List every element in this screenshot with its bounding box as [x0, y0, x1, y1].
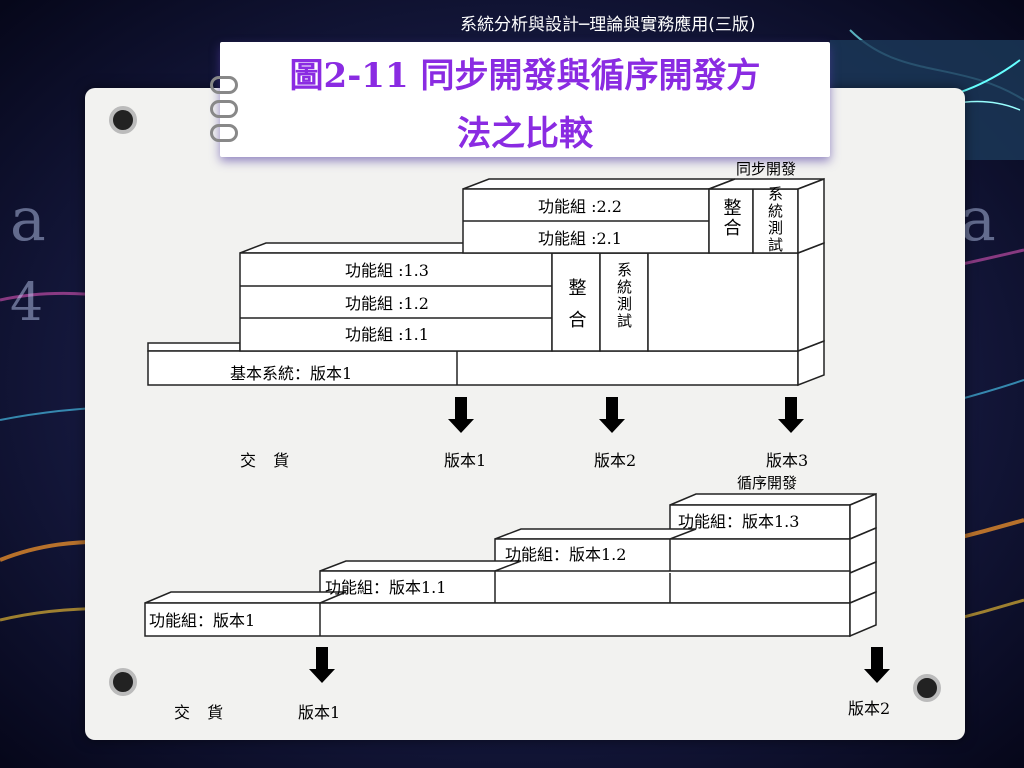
base-top-face — [147, 342, 241, 352]
release-arrow-icon — [778, 397, 804, 433]
title-tag: 圖2-11 同步開發與循序開發方 法之比較 — [220, 42, 830, 157]
release-arrow-icon — [599, 397, 625, 433]
group1-integrate-label: 整合 — [566, 278, 587, 342]
concurrent-delivery-label: 交 貨 — [240, 451, 295, 470]
seq-step-4-label: 功能組：版本1.3 — [678, 512, 799, 531]
group2-integrate-label: 整合 — [721, 198, 742, 238]
group2-label-2: 功能組 :2.1 — [538, 229, 622, 248]
release-arrow-icon — [309, 647, 335, 683]
group2-label-1: 功能組 :2.2 — [538, 197, 622, 216]
concurrent-release-1: 版本1 — [444, 451, 486, 470]
binder-ring-icon — [210, 124, 238, 142]
group1-label-2: 功能組 :1.2 — [345, 294, 429, 313]
base-system-label: 基本系統：版本1 — [230, 364, 352, 383]
seq-step-1-label: 功能組：版本1 — [149, 611, 255, 630]
page-title-line2: 法之比較 — [457, 114, 593, 154]
svg-text:a: a — [10, 185, 46, 255]
seq-step-2-box — [319, 570, 851, 604]
group1-label-3: 功能組 :1.1 — [345, 325, 429, 344]
course-header: 系統分析與設計─理論與實務應用(三版) — [460, 15, 756, 35]
sequential-release-2: 版本2 — [848, 699, 890, 718]
sequential-delivery-label: 交 貨 — [174, 703, 229, 722]
svg-text:a: a — [960, 185, 996, 255]
svg-text:4: 4 — [10, 273, 43, 333]
seq-step-2-label: 功能組：版本1.1 — [325, 578, 446, 597]
panel-hole-icon — [109, 668, 137, 696]
panel-hole-icon — [913, 674, 941, 702]
group1-integrate-box — [551, 252, 601, 352]
release-arrow-icon — [448, 397, 474, 433]
page-title-line1: 圖2-11 同步開發與循序開發方 — [289, 56, 761, 96]
group2-test-box — [752, 188, 799, 254]
concurrent-backdrop — [647, 252, 799, 352]
group1-label-1: 功能組 :1.3 — [345, 261, 429, 280]
binder-ring-icon — [210, 76, 238, 94]
group2-test-label: 系統測試 — [766, 186, 784, 254]
group2-top-face — [462, 178, 736, 190]
binder-ring-icon — [210, 100, 238, 118]
panel-hole-icon — [109, 106, 137, 134]
concurrent-section-label: 同步開發 — [736, 160, 796, 178]
seq-step-1-box — [144, 602, 851, 637]
seq-step-3-label: 功能組：版本1.2 — [505, 545, 626, 564]
group1-box — [239, 252, 553, 352]
sequential-section-label: 循序開發 — [737, 474, 797, 492]
seq-step-4-box — [669, 504, 851, 540]
release-arrow-icon — [864, 647, 890, 683]
concurrent-release-2: 版本2 — [594, 451, 636, 470]
concurrent-release-3: 版本3 — [766, 451, 808, 470]
sequential-release-1: 版本1 — [298, 703, 340, 722]
group1-test-label: 系統測試 — [615, 262, 633, 330]
group1-test-box — [599, 252, 649, 352]
